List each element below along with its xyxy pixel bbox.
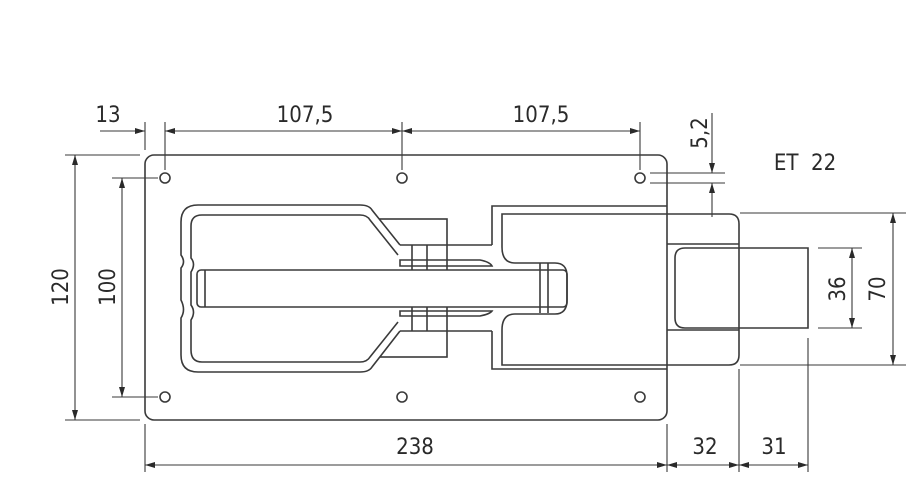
dim-bolt-width: 36: [826, 276, 851, 301]
mounting-holes: [159, 172, 646, 403]
dim-hole-spacing-right: 107,5: [513, 103, 570, 128]
dim-overall-height: 120: [49, 268, 74, 306]
part-code: ET 22: [774, 151, 836, 176]
dimension-labels: 13 107,5 107,5 5,2 ET 22 120 100 238 32 …: [49, 103, 891, 460]
dim-plate-length: 238: [396, 435, 434, 460]
hole: [634, 172, 646, 184]
dim-edge-to-hole: 13: [95, 103, 120, 128]
latch-housing: [491, 205, 809, 370]
hole: [159, 172, 171, 184]
dim-hole-vertical-spacing: 100: [96, 268, 121, 306]
base-plate: [144, 154, 668, 421]
dim-bolt-projection: 31: [761, 435, 786, 460]
hole: [396, 391, 408, 403]
lever-handle: [180, 204, 568, 373]
dimension-lines: [65, 113, 906, 472]
dim-housing-projection: 32: [692, 435, 717, 460]
hole: [634, 391, 646, 403]
dim-hole-spacing-left: 107,5: [277, 103, 334, 128]
dim-housing-width: 70: [866, 276, 891, 301]
hole: [159, 391, 171, 403]
dim-hole-offset: 5,2: [688, 117, 713, 148]
lever-bar: [196, 269, 568, 308]
bolt: [674, 247, 809, 329]
hole: [396, 172, 408, 184]
